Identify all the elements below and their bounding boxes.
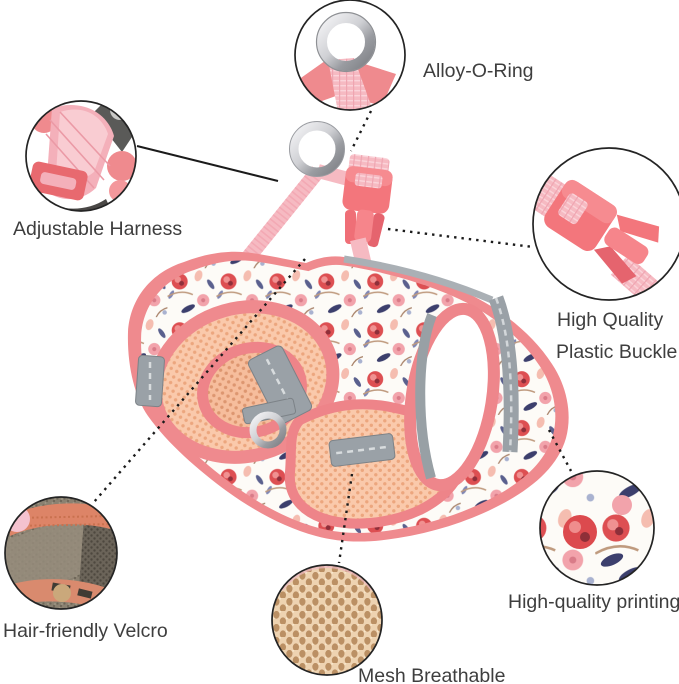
callout-circle-plastic-buckle: [532, 147, 679, 301]
leader-line-adjustable: [136, 145, 279, 182]
label-printing: High-quality printing: [508, 591, 679, 613]
leader-line-buckle: [387, 227, 534, 249]
chest-d-ring: [249, 411, 287, 449]
label-velcro: Hair-friendly Velcro: [3, 620, 168, 642]
o-ring-closeup-icon: [317, 13, 375, 71]
shoulder-strap-texture: [241, 166, 324, 264]
callout-circle-alloy-o-ring: [294, 0, 406, 111]
mesh-closeup-icon: [272, 565, 382, 675]
reflective-strips: [135, 295, 519, 467]
label-buckle-line1: High Quality: [557, 309, 663, 331]
label-buckle-line2: Plastic Buckle: [556, 341, 677, 363]
leader-lines: [93, 110, 573, 564]
d-ring: [289, 121, 345, 177]
leader-line-printing: [547, 429, 573, 472]
leader-line-velcro: [93, 258, 306, 503]
harness-photo: [127, 121, 569, 542]
callout-circle-velcro: [4, 496, 118, 610]
d-ring-edge: [289, 121, 345, 177]
callout-circle-mesh: [271, 564, 383, 676]
harness-buckle: [342, 154, 393, 273]
right-opening-reflective-rim: [415, 313, 437, 480]
label-alloy-o-ring: Alloy-O-Ring: [423, 60, 534, 82]
label-mesh: Mesh Breathable: [358, 665, 505, 684]
label-adjustable-harness: Adjustable Harness: [13, 218, 182, 240]
callout-circle-printing: [539, 470, 655, 586]
callout-circle-adjustable-harness: [25, 100, 137, 212]
right-leg-opening: [404, 302, 500, 492]
leader-line-mesh: [337, 473, 354, 564]
leader-line-alloy: [349, 110, 373, 152]
top-reflective-trim: [343, 255, 494, 304]
